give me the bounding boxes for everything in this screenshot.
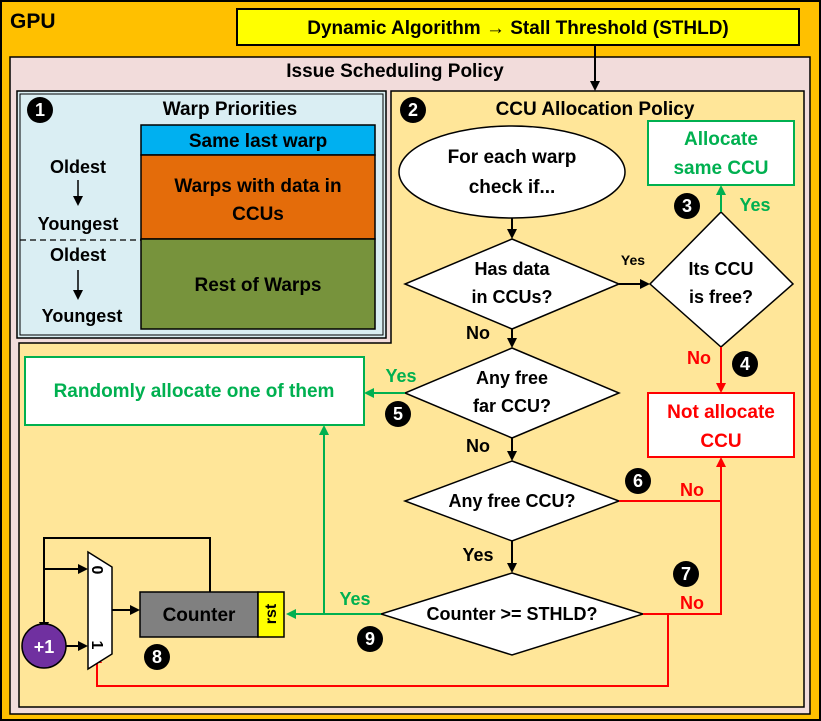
warps-with-data-label-1: Warps with data in [174, 176, 341, 197]
warp-priorities-title: Warp Priorities [163, 99, 297, 120]
plus-one-circle [21, 623, 67, 669]
badge-3 [674, 193, 700, 219]
same-last-warp-label: Same last warp [189, 131, 327, 152]
random-allocate-text: Randomly allocate one of them [54, 381, 335, 402]
label-yes-its-ccu: Yes [739, 195, 770, 215]
its-ccu-text-2: is free? [689, 287, 753, 307]
order-top-youngest: Youngest [38, 214, 119, 234]
issue-scheduling-title: Issue Scheduling Policy [286, 61, 504, 82]
counter-rst-box [257, 591, 285, 638]
counter-label: Counter [163, 605, 236, 626]
has-data-text-2: in CCUs? [472, 287, 553, 307]
badge-4 [732, 351, 758, 377]
its-ccu-text-1: Its CCU [688, 259, 753, 279]
not-allocate-ccu-box [647, 392, 795, 458]
random-allocate-box [24, 356, 365, 426]
rest-of-warps-label: Rest of Warps [194, 275, 321, 296]
badge-9-label: 9 [365, 629, 375, 649]
allocate-same-ccu-text-2: same CCU [673, 158, 768, 179]
ccu-allocation-title: CCU Allocation Policy [496, 99, 695, 120]
flow-counter-no-feedback [92, 614, 669, 687]
not-allocate-text-1: Not allocate [667, 402, 775, 423]
label-no-counter: No [680, 593, 704, 613]
label-no-hasdata: No [466, 323, 490, 343]
badge-7-label: 7 [681, 564, 691, 584]
counter-threshold-text: Counter >= STHLD? [426, 604, 597, 624]
allocate-same-ccu-box [647, 120, 795, 186]
warps-with-data-label-2: CCUs [232, 204, 284, 225]
dynamic-algorithm-box [236, 8, 800, 46]
mux-input-0: 0 [88, 566, 105, 575]
badge-1-label: 1 [35, 100, 45, 120]
same-last-warp-cell [140, 124, 376, 156]
plus-one-label: +1 [34, 637, 55, 657]
start-text-1: For each warp [448, 147, 577, 168]
label-no-far: No [466, 436, 490, 456]
not-allocate-text-2: CCU [700, 431, 741, 452]
badge-2-label: 2 [408, 100, 418, 120]
start-ellipse [398, 125, 626, 219]
order-bottom-oldest: Oldest [50, 245, 106, 265]
badge-4-label: 4 [740, 354, 750, 374]
start-text-2: check if... [469, 177, 556, 198]
label-yes-anyfree: Yes [462, 545, 493, 565]
any-free-ccu-text: Any free CCU? [448, 491, 575, 511]
warp-priorities-panel-inner [19, 93, 384, 336]
counter-feedback-wire [39, 537, 211, 632]
label-yes-counter: Yes [339, 589, 370, 609]
mux-input-1: 1 [88, 641, 105, 650]
order-top-oldest: Oldest [50, 157, 106, 177]
badge-6 [625, 468, 651, 494]
badge-5-label: 5 [393, 404, 403, 424]
free-far-text-2: far CCU? [473, 396, 551, 416]
mux [87, 550, 113, 671]
badge-5 [385, 401, 411, 427]
label-no-anyfree: No [680, 480, 704, 500]
counter-threshold-decision [378, 572, 646, 656]
badge-9 [357, 626, 383, 652]
badge-7 [673, 561, 699, 587]
badge-3-label: 3 [682, 196, 692, 216]
badge-1 [27, 97, 53, 123]
allocate-same-ccu-text-1: Allocate [684, 129, 758, 150]
ccu-allocation-panel [18, 90, 805, 708]
warps-with-data-cell [140, 154, 376, 240]
label-yes-hasdata: Yes [621, 252, 645, 268]
badge-8 [144, 644, 170, 670]
label-no-its-ccu: No [687, 348, 711, 368]
counter-rst-label: rst [263, 603, 280, 624]
gpu-label: GPU [10, 10, 56, 33]
badge-2 [400, 97, 426, 123]
label-yes-far: Yes [385, 366, 416, 386]
free-far-text-1: Any free [476, 368, 548, 388]
rest-of-warps-cell [140, 238, 376, 330]
order-bottom-youngest: Youngest [42, 306, 123, 326]
dynamic-algorithm-label: Dynamic Algorithm → Stall Threshold (STH… [307, 18, 729, 39]
badge-8-label: 8 [152, 647, 162, 667]
has-data-text-1: Has data [474, 259, 550, 279]
badge-6-label: 6 [633, 471, 643, 491]
